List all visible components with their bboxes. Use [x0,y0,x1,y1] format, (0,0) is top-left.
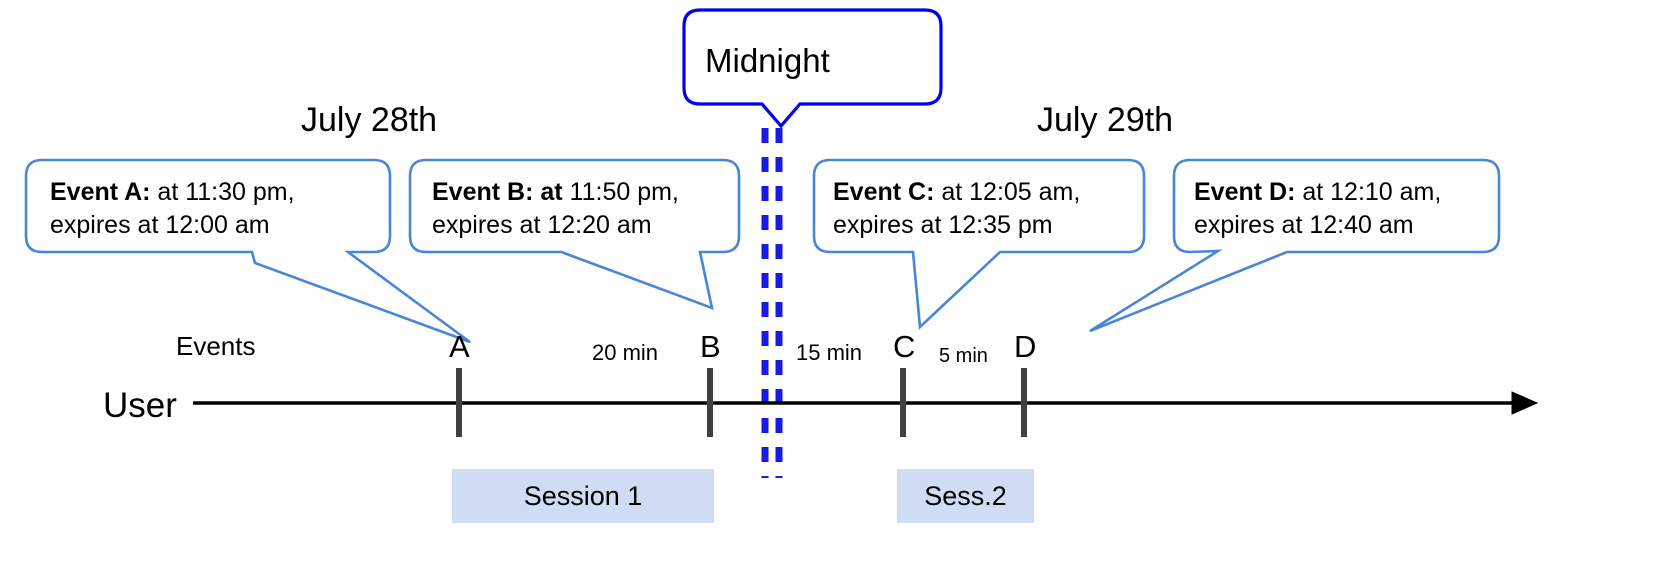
gap-label-b-c: 15 min [796,340,863,365]
session-box-1: Session 1 [452,469,714,523]
event-a-callout-text: Event A: at 11:30 pm, expires at 12:00 a… [50,176,295,242]
session-box-2: Sess.2 [897,469,1034,523]
midnight-label: Midnight [705,42,830,79]
event-c-rest: at 12:05 am, [934,178,1081,206]
gap-label-c-d: 5 min [939,345,988,367]
tick-label-b: B [700,329,721,364]
event-c-line1: Event C: at 12:05 am, [833,176,1080,209]
event-b-line2: expires at 12:20 am [432,211,652,239]
events-row-label: Events [176,331,256,361]
event-d-line2: expires at 12:40 am [1194,211,1414,239]
tick-label-a: A [449,329,470,364]
event-a-line1: Event A: at 11:30 pm, [50,176,295,209]
event-b-callout-text: Event B: at 11:50 pm, expires at 12:20 a… [432,176,679,242]
event-a-rest: at 11:30 pm, [150,178,295,206]
event-d-rest: at 12:10 am, [1295,178,1442,206]
gap-label-a-b: 20 min [592,340,659,365]
date-label-left: July 28th [301,101,438,139]
event-b-rest: 11:50 pm, [562,178,679,206]
event-d-line1: Event D: at 12:10 am, [1194,176,1441,209]
session-2-label: Sess.2 [924,480,1007,511]
session-1-label: Session 1 [523,480,643,511]
axis-arrow-icon [1511,391,1539,415]
event-b-line1: Event B: at 11:50 pm, [432,176,679,209]
date-label-right: July 29th [1037,101,1174,139]
user-timeline-axis [193,391,1539,415]
event-c-line2: expires at 12:35 pm [833,211,1053,239]
event-d-callout-text: Event D: at 12:10 am, expires at 12:40 a… [1194,176,1441,242]
event-tick-marks [456,368,1027,437]
event-d-bold: Event D: [1194,178,1296,206]
event-c-bold: Event C: [833,178,935,206]
event-a-line2: expires at 12:00 am [50,211,270,239]
tick-label-c: C [893,329,916,364]
tick-label-d: D [1014,329,1037,364]
event-a-bold: Event A: [50,178,151,206]
event-c-callout-text: Event C: at 12:05 am, expires at 12:35 p… [833,176,1080,242]
midnight-divider-line [761,128,783,478]
event-b-bold: Event B: at [432,178,563,206]
user-row-label: User [103,386,177,425]
